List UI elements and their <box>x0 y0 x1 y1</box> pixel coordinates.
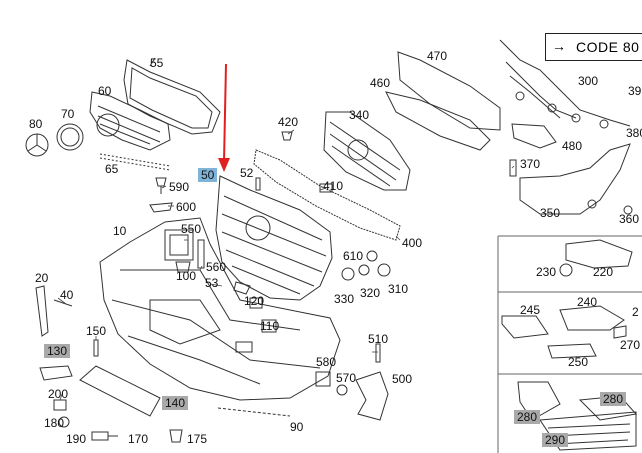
side-support-bracket <box>519 143 631 215</box>
callout-40: 40 <box>60 288 74 302</box>
callout-220: 220 <box>593 265 614 279</box>
callout-175: 175 <box>187 432 208 446</box>
callout-310: 310 <box>388 282 409 296</box>
code-label: CODE 80 <box>576 39 640 55</box>
callout-280-right: 280 <box>600 392 627 406</box>
callout-90: 90 <box>290 420 304 434</box>
callout-380: 380 <box>626 126 642 140</box>
impact-absorber <box>253 149 401 241</box>
callout-50: 50 <box>198 168 218 182</box>
callout-480: 480 <box>562 139 583 153</box>
callout-570: 570 <box>336 371 357 385</box>
callout-120: 120 <box>244 294 265 308</box>
callout-410: 410 <box>323 179 344 193</box>
upper-grille-insert <box>323 111 411 191</box>
callout-20: 20 <box>35 271 49 285</box>
callout-320: 320 <box>360 286 381 300</box>
callout-470: 470 <box>427 49 448 63</box>
callout-170: 170 <box>128 432 149 446</box>
callout-330: 330 <box>334 292 355 306</box>
lower-grille <box>215 175 333 301</box>
callout-270: 270 <box>620 338 641 352</box>
fog-lamp-cover <box>565 239 633 269</box>
callout-400: 400 <box>402 236 423 250</box>
callout-240: 240 <box>577 295 598 309</box>
callout-280-left: 280 <box>514 410 541 424</box>
callout-55: 55 <box>150 56 164 70</box>
callout-460: 460 <box>370 76 391 90</box>
callout-180: 180 <box>44 416 65 430</box>
callout-10: 10 <box>113 224 127 238</box>
callout-300: 300 <box>578 74 599 88</box>
callout-550: 550 <box>181 222 202 236</box>
wiring-harness <box>499 39 631 127</box>
callout-2: 2 <box>632 305 639 319</box>
callout-80: 80 <box>29 117 43 131</box>
callout-580: 580 <box>316 355 337 369</box>
emblem-plate <box>56 123 84 151</box>
callout-65: 65 <box>105 162 119 176</box>
side-mount-bracket <box>355 371 389 421</box>
bumper-reinforcement <box>397 51 501 131</box>
radiator-grille <box>89 91 171 151</box>
callout-70: 70 <box>61 107 75 121</box>
callout-200: 200 <box>48 387 69 401</box>
callout-230: 230 <box>536 265 557 279</box>
callout-590: 590 <box>169 180 190 194</box>
callout-130: 130 <box>44 344 71 358</box>
callout-53: 53 <box>205 276 219 290</box>
callout-250: 250 <box>568 355 589 369</box>
callout-510: 510 <box>368 332 389 346</box>
callout-110: 110 <box>260 319 280 333</box>
callout-420: 420 <box>278 115 299 129</box>
callout-610: 610 <box>343 249 364 263</box>
callout-245: 245 <box>520 303 541 317</box>
pointer-arrow <box>218 63 230 172</box>
callout-340: 340 <box>349 108 370 122</box>
callout-370: 370 <box>520 157 541 171</box>
callout-190: 190 <box>66 432 87 446</box>
callout-150: 150 <box>86 324 107 338</box>
callout-39: 39 <box>628 84 642 98</box>
side-bracket <box>35 285 49 337</box>
callout-560: 560 <box>206 260 227 274</box>
callout-140: 140 <box>162 396 189 410</box>
lower-spoiler <box>79 365 161 417</box>
callout-60: 60 <box>98 84 112 98</box>
callout-360: 360 <box>619 212 640 226</box>
callout-100: 100 <box>176 269 197 283</box>
bumper-cover <box>99 217 341 401</box>
code-box: → CODE 80 <box>545 33 642 61</box>
callout-600: 600 <box>176 200 197 214</box>
callout-350: 350 <box>540 206 561 220</box>
arrow-icon: → <box>552 38 566 54</box>
callout-290: 290 <box>542 433 569 447</box>
callout-52: 52 <box>240 166 254 180</box>
upper-grille-frame <box>123 59 221 135</box>
callout-500: 500 <box>392 372 413 386</box>
